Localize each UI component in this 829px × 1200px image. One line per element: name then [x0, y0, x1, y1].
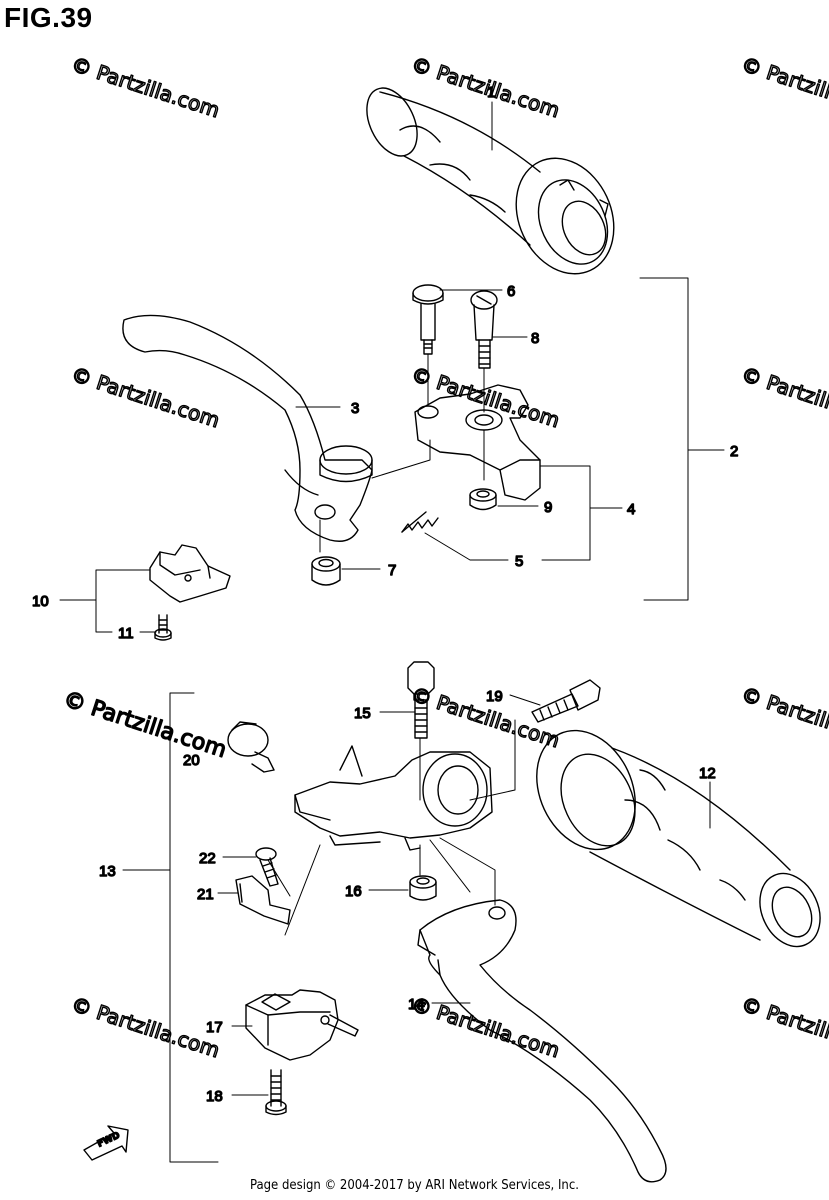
callout-14: 14 [408, 996, 425, 1013]
part-3-brake-lever [122, 314, 373, 542]
callout-numbers: 1 6 8 3 2 9 4 5 7 10 11 19 15 20 12 22 1… [31, 83, 739, 1105]
part-11-screw [154, 614, 172, 641]
callout-18: 18 [206, 1088, 223, 1105]
watermark-text: © Partzilla.com [738, 52, 829, 123]
part-10-switch [149, 544, 231, 603]
callout-4: 4 [627, 501, 635, 518]
callout-8: 8 [531, 330, 539, 347]
callout-1: 1 [487, 84, 495, 101]
callout-19: 19 [486, 688, 503, 705]
callout-10: 10 [32, 593, 49, 610]
part-22-screw [255, 847, 279, 887]
part-9-nut [469, 488, 497, 511]
part-21-clamp [235, 875, 291, 925]
callout-17: 17 [206, 1019, 223, 1036]
callout-13: 13 [99, 863, 116, 880]
watermark-prominent-text: © Partzilla.com [60, 687, 229, 763]
watermark-text: © Partzilla.com [408, 52, 562, 123]
watermark-text: © Partzilla.com [738, 682, 829, 753]
callout-7: 7 [388, 562, 396, 579]
callout-16: 16 [345, 883, 362, 900]
part-12-grip [536, 729, 821, 948]
watermark-text: © Partzilla.com [408, 362, 562, 433]
callout-12: 12 [699, 765, 716, 782]
watermark-text: © Partzilla.com [68, 52, 222, 123]
part-13-clutch-holder [294, 745, 493, 851]
part-17-switch [245, 989, 359, 1061]
part-5-spring [401, 511, 439, 533]
watermark-text: © Partzilla.com [68, 362, 222, 433]
fwd-arrow-icon: FWD [83, 1125, 129, 1161]
callout-9: 9 [544, 499, 552, 516]
callout-3: 3 [351, 400, 359, 417]
part-15-bolt [407, 661, 435, 739]
part-18-screw [265, 1069, 287, 1116]
watermark-text: © Partzilla.com [738, 362, 829, 433]
callout-6: 6 [507, 283, 515, 300]
part-7-nut [311, 556, 341, 586]
callout-21: 21 [197, 886, 214, 903]
assembly-lines-upper [319, 353, 485, 553]
fwd-label: FWD [96, 1131, 122, 1150]
callout-20: 20 [183, 752, 200, 769]
assembly-lines-lower [267, 719, 516, 936]
leader-lines [59, 101, 725, 1163]
part-6-pivot-bolt [412, 284, 444, 355]
callout-5: 5 [515, 553, 523, 570]
figure-title: FIG.39 [4, 2, 93, 33]
part-1-throttle-grip [366, 87, 615, 275]
part-2-lever-bracket [414, 384, 541, 501]
footer-copyright: Page design © 2004-2017 by ARI Network S… [250, 1178, 579, 1193]
part-16-nut [409, 875, 437, 901]
watermark-group: © Partzilla.com © Partzilla.com © Partzi… [59, 51, 829, 1063]
part-20-adjuster [227, 721, 275, 773]
page-footer: Page design © 2004-2017 by ARI Network S… [0, 1178, 829, 1193]
callout-11: 11 [118, 625, 134, 642]
watermark-text: © Partzilla.com [738, 992, 829, 1063]
callout-2: 2 [730, 443, 738, 460]
part-8-screw [470, 290, 498, 369]
callout-22: 22 [199, 850, 216, 867]
callout-15: 15 [354, 705, 371, 722]
watermark-text: © Partzilla.com [68, 992, 222, 1063]
part-14-clutch-lever [417, 899, 667, 1183]
part-19-bolt [531, 679, 601, 723]
